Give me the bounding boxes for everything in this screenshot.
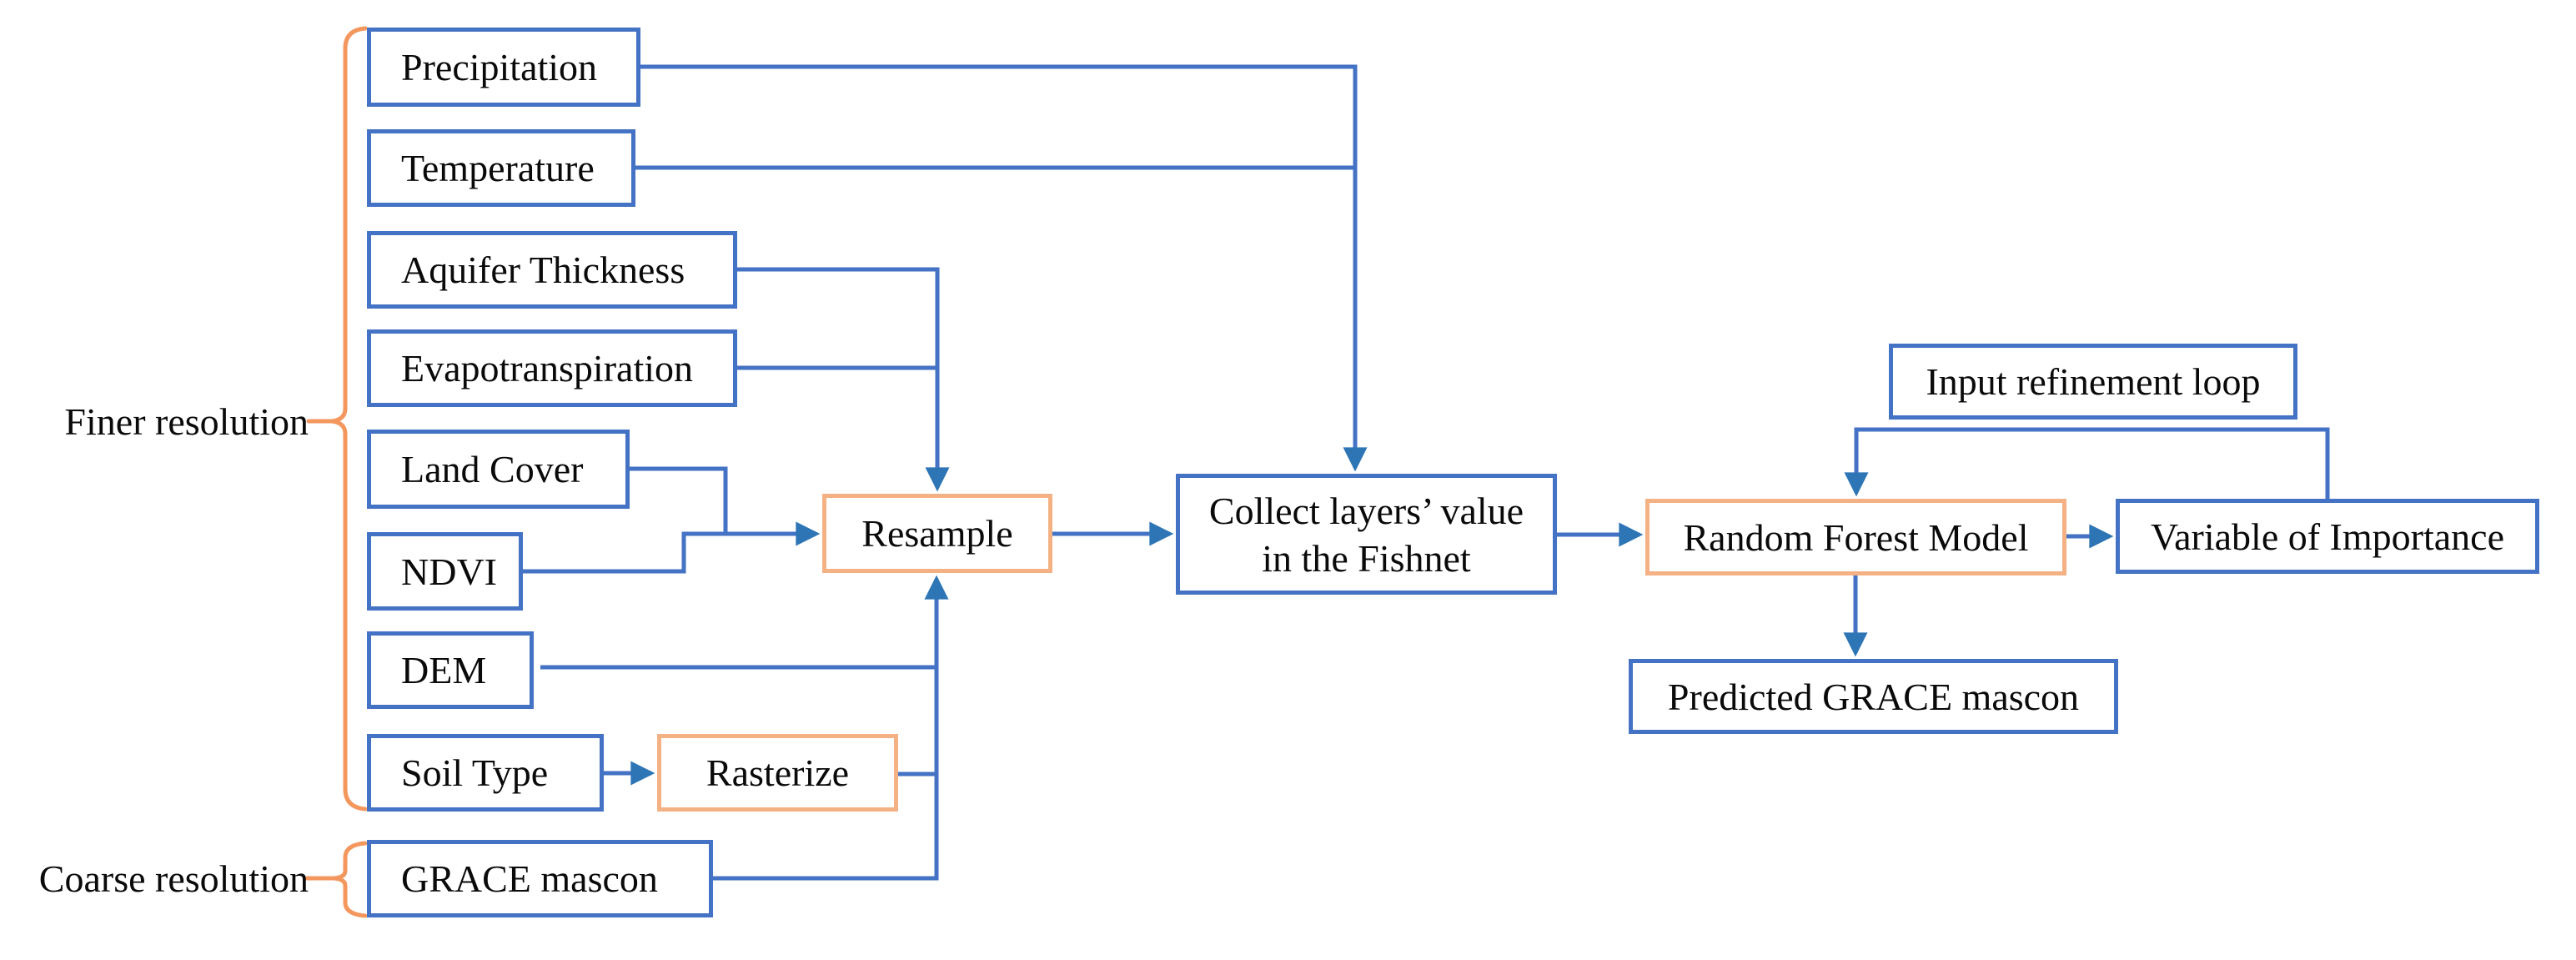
node-aquifer-thickness: Aquifer Thickness [367, 231, 737, 309]
node-land-cover: Land Cover [367, 430, 630, 509]
finer-resolution-brace [331, 26, 368, 812]
coarse-resolution-label: Coarse resolution [38, 857, 309, 900]
node-rasterize: Rasterize [657, 734, 898, 812]
node-precipitation: Precipitation [367, 28, 640, 107]
coarse-resolution-brace [333, 841, 368, 918]
node-temperature: Temperature [367, 129, 635, 207]
node-ndvi: NDVI [367, 532, 523, 611]
connector-line [711, 575, 949, 881]
connector-line [1844, 427, 2330, 499]
connector-line [737, 267, 950, 492]
node-grace-mascon: GRACE mascon [367, 840, 713, 917]
connector-line [640, 64, 1368, 472]
node-dem: DEM [367, 631, 534, 709]
connector-line [630, 466, 728, 534]
node-variable-importance: Variable of Importance [2116, 499, 2539, 574]
connector-line [521, 521, 821, 574]
finer-resolution-label: Finer resolution [64, 400, 309, 443]
node-soil-type: Soil Type [367, 734, 604, 812]
node-evapotranspiration: Evapotranspiration [367, 329, 737, 407]
node-resample: Resample [822, 494, 1052, 573]
node-random-forest: Random Forest Model [1645, 499, 2066, 575]
node-input-refinement: Input refinement loop [1889, 344, 2297, 420]
node-predicted-grace: Predicted GRACE mascon [1629, 659, 2118, 734]
node-collect-fishnet: Collect layers’ value in the Fishnet [1176, 474, 1557, 595]
